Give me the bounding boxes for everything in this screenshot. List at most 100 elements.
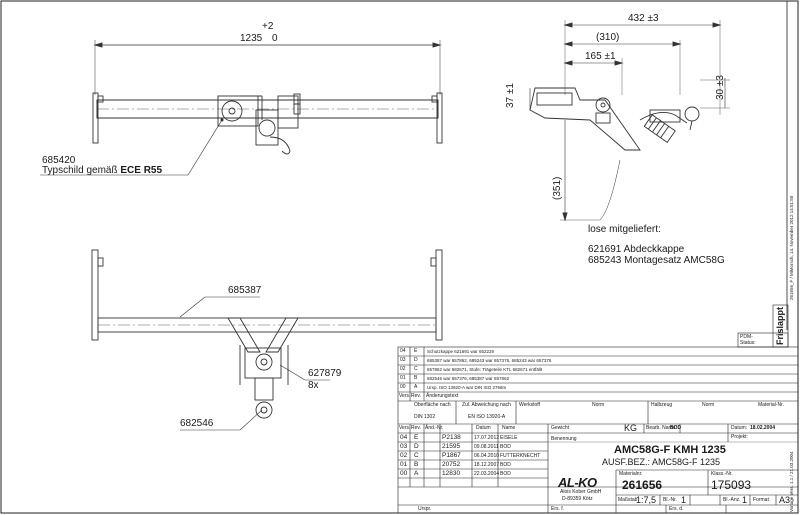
dim-30: 30 ±3 — [715, 75, 726, 100]
chg-rev: B — [414, 461, 419, 468]
chg-rev: A — [414, 470, 419, 477]
pdm-status-label: Status: — [740, 340, 756, 346]
material-number: 261656 — [622, 478, 663, 492]
changes-header-rev: Rev. — [411, 425, 421, 431]
rev-text: Schutzkappe 621691 war 652229 — [427, 349, 495, 354]
chg-rev: E — [414, 434, 419, 441]
editor-label: Bearb. Name: — [646, 425, 677, 431]
class-number-label: Klass.-Nr. — [711, 471, 733, 477]
chg-aend: 21595 — [442, 443, 461, 450]
rev-text: 685387 war 657862, 685243 war 657376, 68… — [427, 358, 552, 363]
rev-header-rev: Rev. — [411, 393, 421, 399]
chg-datum: 17.07.2012 — [474, 435, 500, 441]
dim-overall-length: 1235 — [240, 33, 263, 44]
chg-datum: 06.04.2010 — [474, 453, 500, 459]
template-version-note: Vorlage Vers. 1.1 / 21.03.2004 — [789, 451, 794, 512]
rev-header-vers: Vers. — [399, 393, 411, 399]
chg-num: 04 — [400, 434, 408, 441]
dim-351-value: 351 — [552, 179, 563, 197]
tolerance-value: EN ISO 13920-A — [468, 414, 506, 420]
rev-letter: E — [414, 348, 418, 354]
chg-num: 03 — [400, 443, 408, 450]
dim-310-value: 310 — [599, 32, 617, 43]
chg-aend: P2138 — [442, 434, 461, 441]
plot-timestamp-note: 261656_F / MiMorsch, 14. November 2012 1… — [789, 195, 794, 300]
material-label: Werkstoff — [519, 402, 540, 408]
weight-label: Gewicht — [551, 425, 570, 431]
company-logo: AL-KO — [558, 475, 597, 490]
material-number-label-tb: Materialnr. — [619, 471, 643, 477]
chg-name: FUTTERKNECHT — [500, 453, 541, 459]
sheet-number: 1 — [681, 495, 687, 505]
surface-value: DIN 1302 — [414, 414, 436, 420]
chg-datum: 18.12.2007 — [474, 462, 500, 468]
chg-name: EISELE — [500, 435, 518, 441]
chg-num: 02 — [400, 452, 408, 459]
weight-unit: KG — [624, 423, 638, 433]
format-value: A3 — [779, 495, 791, 505]
chg-num: 01 — [400, 461, 408, 468]
designation-label: Benennung — [551, 436, 577, 442]
scale-value: 1:7,5 — [636, 495, 657, 505]
changes-header-aend: Änd.-Nr. — [425, 425, 444, 431]
rev-num: 01 — [400, 375, 406, 381]
type-plate-prefix: Typschild gemäß — [42, 165, 121, 176]
chg-num: 00 — [400, 470, 408, 477]
changes-header-name: Name — [502, 425, 516, 431]
changes-header-vers: Vers. — [399, 425, 411, 431]
rev-num: 00 — [400, 384, 406, 390]
rev-num: 04 — [400, 348, 406, 354]
type-plate-standard: ECE R55 — [120, 165, 163, 176]
part-number-627879: 627879 — [308, 368, 342, 379]
chg-rev: C — [414, 452, 419, 459]
company-city: D-89359 Kötz — [562, 496, 593, 502]
rev-header-change: Änderungstext — [426, 393, 459, 399]
rev-letter: B — [414, 375, 418, 381]
dim-165: 165 ±1 — [585, 51, 616, 62]
part-number-685387: 685387 — [228, 285, 262, 296]
quantity-8x: 8x — [308, 380, 319, 391]
rev-letter: A — [414, 384, 418, 390]
rev-num: 03 — [400, 357, 406, 363]
dim-432: 432 ±3 — [628, 13, 659, 24]
type-plate-label: Typschild gemäß ECE R55 — [42, 166, 162, 176]
date-value: 18.02.2004 — [750, 425, 776, 431]
project-label: Projekt: — [731, 434, 748, 440]
origin-label: Urspr. — [418, 506, 432, 512]
rev-text: 657862 war 682671, Stufe: Trägeteile KTL… — [427, 367, 543, 372]
loose-item-cover-cap: 621691 Abdeckkappe — [588, 244, 685, 255]
dim-351: (351) — [552, 176, 563, 200]
drawing-title: AMC58G-F KMH 1235 — [614, 444, 726, 456]
chg-datum: 22.03.2004 — [474, 471, 500, 477]
part-number-682546: 682546 — [180, 418, 214, 429]
side-view-drawing — [529, 20, 730, 222]
editor-name: BOD — [670, 425, 682, 431]
top-view-drawing — [92, 40, 443, 155]
norm2-label: Norm — [702, 402, 715, 408]
date-label: Datum: — [731, 425, 748, 431]
rev-letter: C — [414, 366, 418, 372]
rev-num: 02 — [400, 366, 406, 372]
scale-label: Maßstab — [618, 497, 638, 503]
part-number-685420: 685420 — [42, 155, 76, 166]
material-number-label: Material-Nr. — [758, 402, 784, 408]
company-name: Alois Kober GmbH — [560, 489, 602, 495]
sheet-number-label: Bl.-Nr. — [663, 497, 677, 503]
dim-tolerance-zero: 0 — [272, 33, 278, 44]
chg-rev: D — [414, 443, 419, 450]
chg-aend: 20752 — [442, 461, 461, 468]
dim-37: 37 ±1 — [505, 83, 516, 108]
norm-label: Norm — [592, 402, 605, 408]
chg-aend: 12830 — [442, 470, 461, 477]
chg-name: BOD — [500, 462, 511, 468]
pdm-label: PDM- — [740, 334, 753, 340]
sheet-count: 1 — [742, 495, 748, 505]
semifinished-label: Halbzeug — [651, 402, 673, 408]
drawing-subtitle: AUSF.BEZ.: AMC58G-F 1235 — [602, 457, 721, 467]
loose-items-heading: lose mitgeliefert: — [588, 224, 661, 235]
sheet-count-label: Bl.-Anz. — [723, 497, 741, 503]
rev-text: Ursp. ISO 13920-A war DIN ISO 2768m — [427, 385, 507, 390]
title-block-grid — [397, 304, 799, 514]
release-stamp: Frislappt — [775, 306, 785, 345]
